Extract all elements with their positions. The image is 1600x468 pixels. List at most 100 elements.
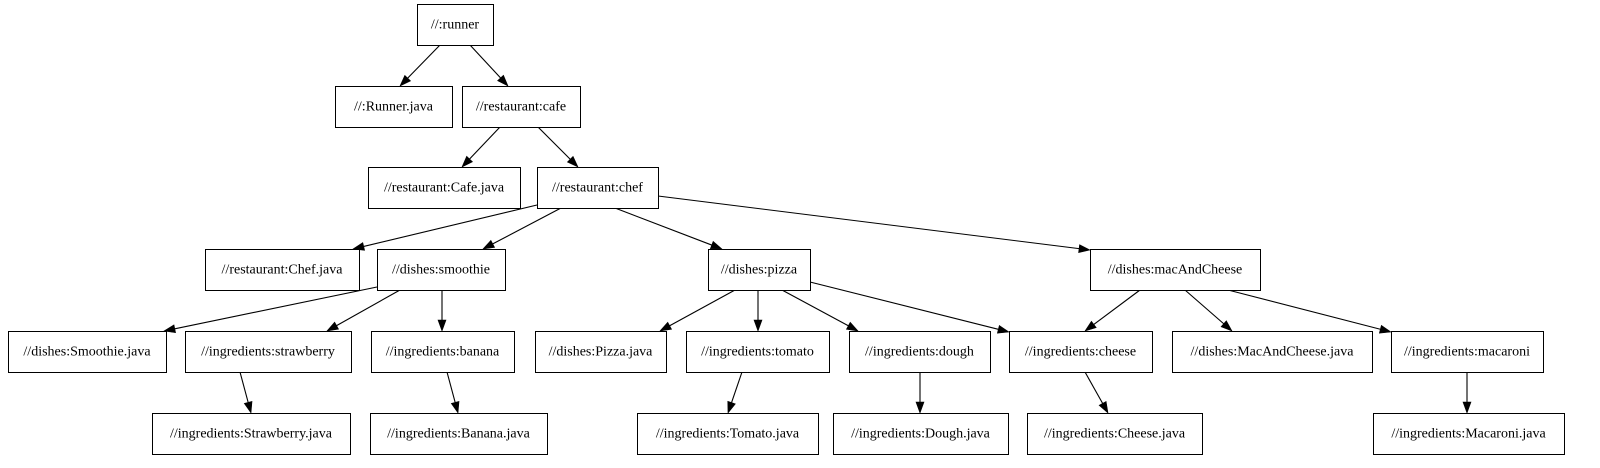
graph-node-ing_strawberry[interactable]: //ingredients:strawberry	[185, 331, 352, 373]
arrowhead-icon	[497, 74, 509, 87]
edge-line	[781, 289, 849, 327]
edge-ing_strawberry-to-strawberry_java	[239, 371, 253, 414]
graph-node-cafe_java[interactable]: //restaurant:Cafe.java	[368, 167, 521, 209]
edge-dishes_smoothie-to-ing_banana	[437, 290, 447, 332]
arrowhead-icon	[461, 155, 473, 168]
arrowhead-icon	[727, 400, 736, 414]
node-label: //ingredients:strawberry	[201, 345, 335, 360]
node-box[interactable]	[535, 331, 667, 373]
graph-node-smoothie_java[interactable]: //dishes:Smoothie.java	[8, 331, 167, 373]
edge-ing_banana-to-banana_java	[446, 371, 460, 414]
node-box[interactable]	[686, 331, 830, 373]
node-box[interactable]	[185, 331, 352, 373]
graph-node-chef_java[interactable]: //restaurant:Chef.java	[205, 249, 360, 291]
node-box[interactable]	[1391, 331, 1544, 373]
node-box[interactable]	[377, 249, 506, 291]
node-label: //restaurant:Cafe.java	[384, 181, 505, 196]
node-box[interactable]	[205, 249, 360, 291]
node-box[interactable]	[417, 4, 494, 46]
node-box[interactable]	[462, 86, 581, 128]
arrowhead-icon	[1098, 400, 1109, 414]
node-box[interactable]	[1027, 413, 1203, 455]
node-box[interactable]	[537, 167, 659, 209]
edge-line	[363, 204, 538, 247]
graph-node-macandcheese_java[interactable]: //dishes:MacAndCheese.java	[1172, 331, 1373, 373]
edge-line	[1093, 289, 1141, 325]
arrowhead-icon	[1220, 320, 1233, 332]
node-box[interactable]	[1009, 331, 1153, 373]
node-box[interactable]	[1172, 331, 1373, 373]
edge-runner-to-restaurant_cafe	[469, 44, 509, 87]
graph-node-ing_macaroni[interactable]: //ingredients:macaroni	[1391, 331, 1544, 373]
edge-line	[669, 289, 736, 327]
node-label: //:runner	[431, 18, 480, 33]
edge-line	[731, 371, 743, 403]
node-box[interactable]	[833, 413, 1009, 455]
edge-line	[407, 44, 441, 79]
graph-node-ing_banana[interactable]: //ingredients:banana	[371, 331, 515, 373]
node-label: //ingredients:dough	[865, 345, 974, 360]
node-label: //restaurant:Chef.java	[222, 263, 344, 278]
edge-restaurant_chef-to-dishes_macandchs	[657, 195, 1091, 253]
arrowhead-icon	[399, 74, 412, 87]
node-box[interactable]	[368, 167, 521, 209]
node-box[interactable]	[370, 413, 548, 455]
node-label: //restaurant:cafe	[476, 100, 566, 115]
arrowhead-icon	[326, 321, 340, 332]
arrowhead-icon	[450, 400, 460, 414]
graph-node-strawberry_java[interactable]: //ingredients:Strawberry.java	[152, 413, 351, 455]
nodes-layer: //:runner //:Runner.java //restaurant:cafe…	[8, 4, 1565, 455]
node-label: //dishes:MacAndCheese.java	[1191, 345, 1355, 360]
node-box[interactable]	[8, 331, 167, 373]
graph-node-dough_java[interactable]: //ingredients:Dough.java	[833, 413, 1009, 455]
edge-line	[174, 286, 378, 330]
node-label: //ingredients:cheese	[1025, 345, 1136, 360]
graph-node-ing_dough[interactable]: //ingredients:dough	[849, 331, 991, 373]
graph-node-restaurant_cafe[interactable]: //restaurant:cafe	[462, 86, 581, 128]
node-box[interactable]	[708, 249, 811, 291]
edge-restaurant_cafe-to-restaurant_chef	[537, 126, 579, 168]
graph-node-ing_cheese[interactable]: //ingredients:cheese	[1009, 331, 1153, 373]
edge-line	[446, 371, 456, 403]
edge-ing_dough-to-dough_java	[915, 372, 925, 414]
edge-line	[469, 44, 501, 79]
edge-line	[809, 281, 999, 330]
graph-node-macaroni_java[interactable]: //ingredients:Macaroni.java	[1373, 413, 1565, 455]
node-label: //ingredients:macaroni	[1404, 345, 1530, 360]
node-box[interactable]	[335, 86, 453, 128]
node-box[interactable]	[849, 331, 991, 373]
node-box[interactable]	[637, 413, 819, 455]
graph-node-runner_java[interactable]: //:Runner.java	[335, 86, 453, 128]
graph-node-cheese_java[interactable]: //ingredients:Cheese.java	[1027, 413, 1203, 455]
arrowhead-icon	[1462, 401, 1472, 414]
node-box[interactable]	[1373, 413, 1565, 455]
graph-node-runner[interactable]: //:runner	[417, 4, 494, 46]
edge-line	[537, 126, 571, 160]
graph-node-ing_tomato[interactable]: //ingredients:tomato	[686, 331, 830, 373]
arrowhead-icon	[163, 324, 176, 334]
graph-node-dishes_pizza[interactable]: //dishes:pizza	[708, 249, 811, 291]
edge-dishes_smoothie-to-ing_strawberry	[326, 289, 401, 332]
arrowhead-icon	[996, 324, 1010, 334]
edge-restaurant_chef-to-dishes_pizza	[614, 207, 723, 250]
arrowhead-icon	[659, 321, 673, 332]
graph-node-tomato_java[interactable]: //ingredients:Tomato.java	[637, 413, 819, 455]
graph-node-pizza_java[interactable]: //dishes:Pizza.java	[535, 331, 667, 373]
arrowhead-icon	[437, 319, 447, 332]
node-label: //dishes:smoothie	[392, 263, 490, 278]
node-label: //ingredients:Cheese.java	[1044, 427, 1186, 442]
node-label: //dishes:macAndCheese	[1108, 263, 1243, 278]
node-box[interactable]	[371, 331, 515, 373]
edge-dishes_macandchs-to-macandcheese_java	[1184, 289, 1233, 332]
node-box[interactable]	[152, 413, 351, 455]
graph-node-banana_java[interactable]: //ingredients:Banana.java	[370, 413, 548, 455]
edge-line	[469, 126, 501, 160]
edge-restaurant_chef-to-chef_java	[352, 204, 538, 251]
node-label: //ingredients:Strawberry.java	[170, 427, 333, 442]
edge-line	[1227, 289, 1381, 330]
graph-node-dishes_macandchs[interactable]: //dishes:macAndCheese	[1090, 249, 1261, 291]
graph-node-dishes_smoothie[interactable]: //dishes:smoothie	[377, 249, 506, 291]
graph-node-restaurant_chef[interactable]: //restaurant:chef	[537, 167, 659, 209]
node-box[interactable]	[1090, 249, 1261, 291]
node-label: //ingredients:Tomato.java	[656, 427, 800, 442]
